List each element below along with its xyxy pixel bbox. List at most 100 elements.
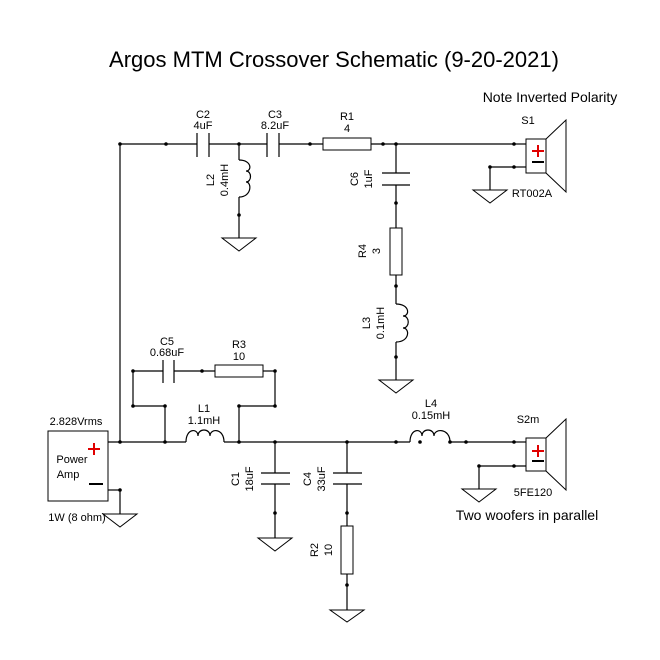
junction-dot [464,440,468,444]
junction-dot [118,440,122,444]
junction-dot [345,583,349,587]
junction-dot [273,369,277,373]
source-rating: 1W (8 ohm) [48,512,105,524]
c6-ref: C6 [349,172,361,186]
junction-dot [394,440,398,444]
ground-icon [101,513,139,528]
junction-dot [477,464,481,468]
c5-ref: C5 [160,336,174,348]
junction-dot [512,464,516,468]
junction-dot [273,404,277,408]
junction-dot [164,142,168,146]
c2-value: 4uF [194,120,213,132]
junction-dot [512,440,516,444]
capacitor-c5[interactable]: C5 0.68uF [150,336,185,383]
junction-dot [237,404,241,408]
s1-model: RT002A [512,188,553,200]
source-voltage: 2.828Vrms [50,416,103,428]
junction-dot [237,213,241,217]
c5-value: 0.68uF [150,347,185,359]
c2-ref: C2 [196,109,210,121]
l1-value: 1.1mH [188,415,220,427]
junction-dot [237,440,241,444]
inductor-l3[interactable]: L3 0.1mH [361,303,409,343]
junction-dot [394,142,398,146]
r4-value: 3 [371,248,383,254]
ground-icon [256,537,294,552]
junction-dot [131,369,135,373]
junction-dot [163,404,167,408]
power-amp-source[interactable]: 2.828Vrms Power Amp 1W (8 ohm) [47,416,139,528]
resistor-r1[interactable]: R1 4 [322,111,372,151]
r2-ref: R2 [309,543,321,557]
inductor-l1[interactable]: L1 1.1mH [185,403,225,443]
junction-dot [273,440,277,444]
junction-dot [131,404,135,408]
junction-dot [200,369,204,373]
junction-dot [308,142,312,146]
junction-dots [118,142,516,587]
junction-dot [448,440,452,444]
junction-dot [512,142,516,146]
resistor-r4[interactable]: R4 3 [357,227,403,276]
junction-dot [394,355,398,359]
ground-icon [460,488,498,503]
source-name-line1: Power [56,454,88,466]
junction-dot [118,488,122,492]
l3-value: 0.1mH [375,307,387,339]
l2-value: 0.4mH [219,164,231,196]
resistor-r3[interactable]: R3 10 [214,339,264,378]
c1-ref: C1 [230,472,242,486]
tweeter-polarity-note: Note Inverted Polarity [483,89,618,105]
r1-ref: R1 [340,111,354,123]
junction-dot [394,284,398,288]
c3-ref: C3 [268,109,282,121]
source-name-line2: Amp [57,469,80,481]
l3-ref: L3 [361,317,373,329]
c4-value: 33uF [316,466,328,491]
capacitor-c1[interactable]: C1 18uF [230,466,290,492]
junction-dot [273,511,277,515]
l4-value: 0.15mH [412,410,451,422]
ground-icon [220,237,258,252]
inductor-l2[interactable]: L2 0.4mH [205,144,252,238]
s2m-ref: S2m [517,414,540,426]
inductor-l4[interactable]: L4 0.15mH [409,398,451,443]
junction-dot [345,511,349,515]
r2-value: 10 [323,544,335,556]
ground-icon [328,609,366,623]
r3-ref: R3 [232,339,246,351]
r1-value: 4 [344,123,350,135]
r3-value: 10 [233,351,245,363]
junction-dot [512,165,516,169]
r4-ref: R4 [357,244,369,258]
capacitor-c6[interactable]: C6 1uF [349,169,410,188]
capacitor-c4[interactable]: C4 33uF [302,466,362,492]
junction-dot [163,440,167,444]
junction-dot [418,440,422,444]
junction-dot [488,165,492,169]
ground-icon [471,189,509,204]
s2m-model: 5FE120 [514,487,553,499]
junction-dot [237,142,241,146]
resistor-r2[interactable]: R2 10 [309,525,354,575]
s1-ref: S1 [521,115,534,127]
speaker-s2m[interactable]: S2m 5FE120 [460,414,567,503]
speaker-s1[interactable]: S1 RT002A [471,115,567,204]
l4-ref: L4 [425,398,437,410]
l2-ref: L2 [205,174,217,186]
junction-dot [381,142,385,146]
schematic-title: Argos MTM Crossover Schematic (9-20-2021… [109,47,559,72]
c6-value: 1uF [363,169,375,188]
l1-ref: L1 [198,403,210,415]
capacitor-c2[interactable]: C2 4uF [194,109,213,157]
tweeter-branch: C2 4uF C3 8.2uF L2 0.4mH R1 4 [119,109,567,442]
junction-dot [345,440,349,444]
woofer-branch: C5 0.68uF R3 10 L1 1.1mH C1 18uF [108,336,598,623]
capacitor-c3[interactable]: C3 8.2uF [261,109,289,157]
junction-dot [118,142,122,146]
woofer-parallel-note: Two woofers in parallel [456,507,598,523]
ground-icon [377,379,415,394]
junction-dot [394,201,398,205]
